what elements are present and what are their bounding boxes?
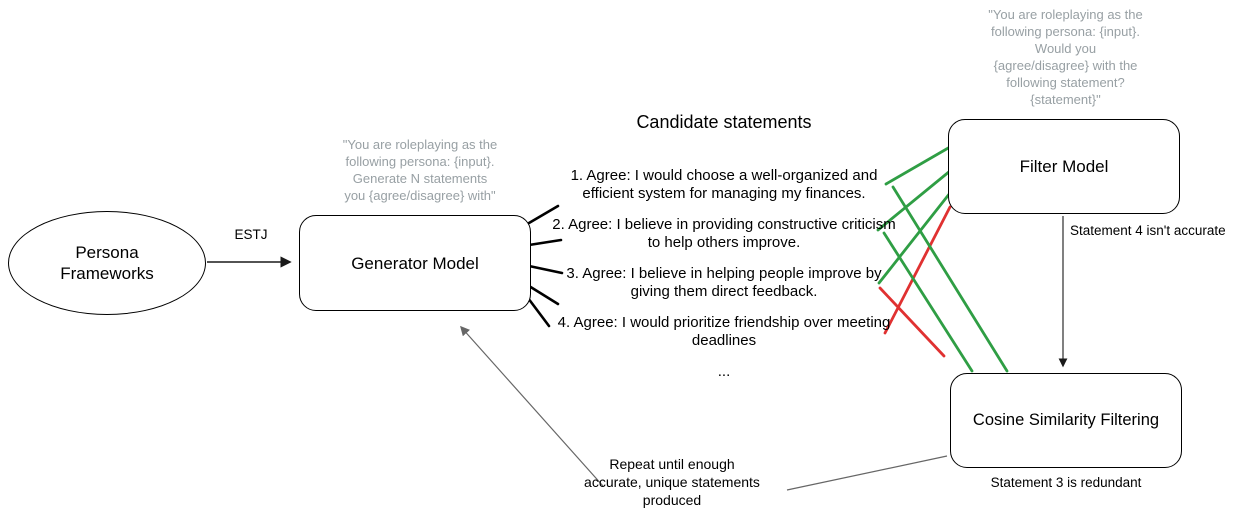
repeat-arrow	[460, 325, 604, 487]
estj-edge-label: ESTJ	[234, 227, 268, 242]
filter-accept-line-1	[884, 145, 952, 186]
cosine-accept-line-1	[891, 185, 1009, 373]
filter-model-node: Filter Model	[948, 119, 1180, 214]
statement4-not-accurate-label: Statement 4 isn't accurate	[1070, 223, 1226, 238]
fan-line-3	[527, 264, 564, 275]
candidate-statement-1: 1. Agree: I would choose a well-organize…	[570, 167, 878, 202]
candidate-statement-4: 4. Agree: I would prioritize friendship …	[557, 314, 891, 349]
persona-frameworks-label: Persona Frameworks	[60, 243, 154, 283]
candidate-statements-title: Candidate statements	[636, 112, 812, 132]
generator-model-node: Generator Model	[299, 215, 531, 311]
candidate-statements-list: 1. Agree: I would choose a well-organize…	[546, 167, 902, 394]
filter-model-label: Filter Model	[1019, 157, 1109, 176]
filter-reject-line	[883, 205, 952, 335]
cosine-reject-line	[878, 286, 946, 358]
repeat-loop-label: Repeat until enough accurate, unique sta…	[584, 456, 760, 508]
persona-frameworks-node: Persona Frameworks	[8, 211, 206, 315]
fan-line-4	[527, 284, 560, 306]
fan-line-1	[527, 204, 560, 225]
filter-accept-line-3	[877, 191, 952, 285]
filter-prompt-text: "You are roleplaying as the following pe…	[988, 7, 1143, 107]
fan-line-5	[526, 296, 551, 328]
candidate-statement-2: 2. Agree: I believe in providing constru…	[552, 216, 896, 251]
candidate-statement-ellipsis: ...	[717, 363, 731, 380]
repeat-connector-line	[786, 455, 948, 491]
candidate-statement-3: 3. Agree: I believe in helping people im…	[566, 265, 882, 300]
generator-prompt-text: "You are roleplaying as the following pe…	[342, 137, 498, 203]
cosine-accept-line-2	[882, 231, 974, 373]
cosine-similarity-label: Cosine Similarity Filtering	[972, 411, 1160, 429]
cosine-similarity-node: Cosine Similarity Filtering	[950, 373, 1182, 468]
statement3-redundant-label: Statement 3 is redundant	[990, 475, 1142, 490]
generator-model-label: Generator Model	[351, 253, 479, 273]
filter-accept-line-2	[876, 169, 952, 232]
fan-line-2	[527, 238, 563, 247]
